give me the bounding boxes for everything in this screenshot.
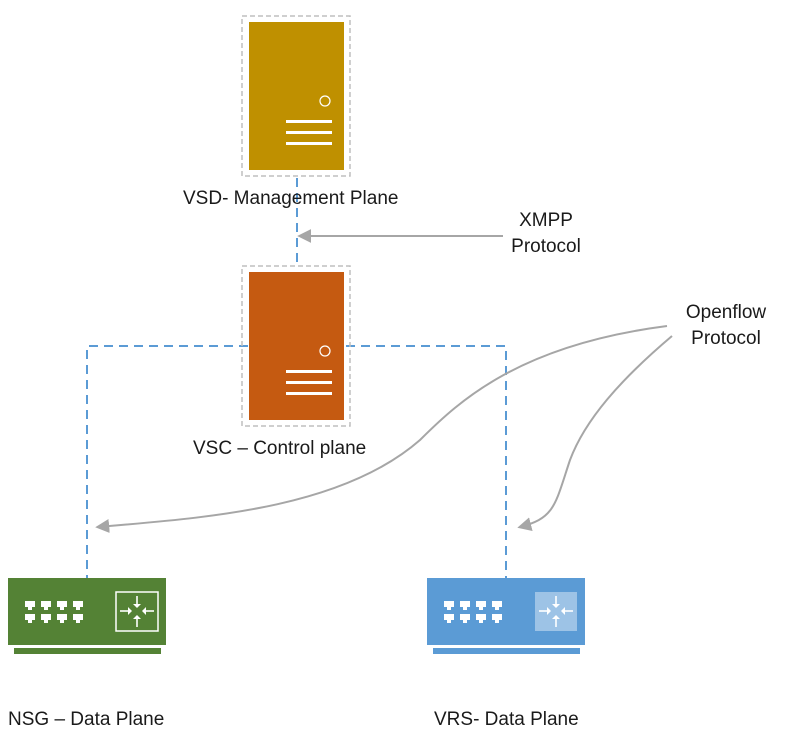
xmpp-line2: Protocol <box>511 236 581 257</box>
server-icon <box>286 345 332 395</box>
vsc-server-body <box>249 272 344 420</box>
vrs-label: VRS- Data Plane <box>434 709 579 730</box>
openflow-annotation: Openflow Protocol <box>676 303 776 348</box>
protocol-arrows <box>95 229 673 533</box>
switch-icon <box>444 601 502 623</box>
xmpp-annotation: XMPP Protocol <box>500 211 592 256</box>
server-icon <box>286 95 332 145</box>
vrs-switch <box>427 578 585 654</box>
link-vsc-nsg <box>86 345 248 580</box>
openflow-arrow-vrs <box>517 335 673 531</box>
openflow-line1: Openflow <box>685 302 767 323</box>
openflow-arrow-nsg <box>95 325 668 533</box>
vsc-label: VSC – Control plane <box>193 438 367 459</box>
vsc-server <box>241 265 351 427</box>
link-vsc-vrs <box>346 345 507 580</box>
vsd-server <box>241 15 351 177</box>
switch-base <box>14 645 161 654</box>
control-links <box>86 178 507 580</box>
router-arrows-icon <box>535 592 577 631</box>
vsd-server-body <box>249 22 344 170</box>
xmpp-line1: XMPP <box>519 210 573 231</box>
nsg-switch <box>8 578 166 654</box>
openflow-line2: Protocol <box>691 328 761 349</box>
vsd-label: VSD- Management Plane <box>183 188 399 209</box>
router-arrows-icon <box>115 591 159 632</box>
switch-icon <box>25 601 83 623</box>
nsg-label: NSG – Data Plane <box>8 709 165 730</box>
switch-base <box>433 645 580 654</box>
